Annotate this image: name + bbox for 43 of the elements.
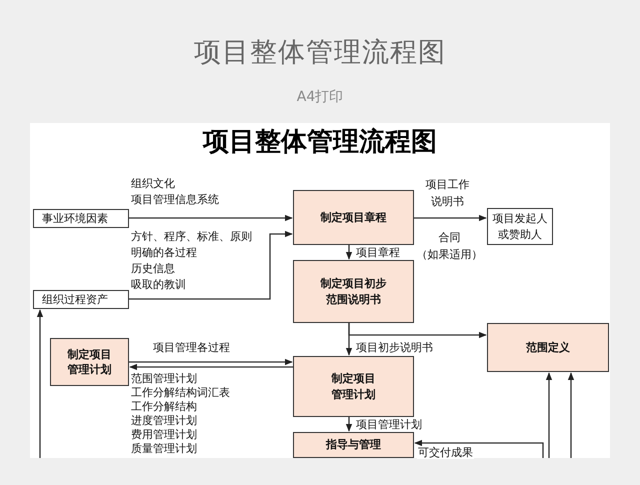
note-text: 工作分解结构	[131, 400, 197, 414]
subtitle: A4打印	[296, 88, 344, 107]
arrow	[129, 364, 293, 370]
note-text: 质量管理计划	[131, 442, 197, 457]
note-text: 费用管理计划	[131, 428, 197, 443]
note-text: 进度管理计划	[131, 414, 197, 429]
note-text: 项目管理信息系统	[131, 193, 219, 208]
input-box: 项目发起人或赞助人	[487, 208, 553, 245]
input-box: 事业环境因素	[33, 209, 129, 228]
edge-label: 可交付成果	[417, 446, 474, 460]
note-text: 组织文化	[131, 177, 175, 192]
arrow	[129, 230, 293, 300]
edge-label: 项目管理各过程	[152, 341, 231, 354]
arrow	[414, 440, 544, 458]
arrow	[346, 245, 352, 260]
process-box: 制定项目章程	[293, 190, 414, 245]
note-text: 历史信息	[131, 262, 175, 277]
edge-label: 项目初步说明书	[355, 341, 434, 354]
note-text: 工作分解结构词汇表	[131, 386, 230, 401]
input-box: 组织过程资产	[33, 290, 129, 309]
process-box: 范围定义	[487, 323, 609, 372]
arrow	[129, 358, 293, 366]
arrow	[346, 323, 352, 356]
arrow	[546, 372, 552, 458]
arrow	[36, 309, 44, 458]
arrow	[346, 417, 352, 432]
edge-label: 项目管理计划	[355, 418, 423, 432]
process-box: 制定项目管理计划	[50, 338, 129, 386]
heading-text: 项目整体管理流程图	[202, 126, 438, 159]
note-text: 范围管理计划	[131, 372, 197, 387]
note-text: 吸取的教训	[131, 278, 186, 293]
process-box: 制定项目初步范围说明书	[293, 260, 414, 323]
edge-label: 项目章程	[355, 246, 401, 260]
note-text: 合同（如果适用）	[415, 230, 484, 262]
page-title: 项目整体管理流程图	[193, 36, 447, 70]
arrow	[414, 214, 487, 222]
process-box: 指导与管理	[293, 432, 414, 458]
arrow	[568, 372, 574, 458]
note-text: 项目工作说明书	[424, 177, 470, 210]
arrow	[129, 214, 293, 222]
process-box: 制定项目管理计划	[293, 356, 414, 417]
note-text: 明确的各过程	[131, 246, 197, 261]
note-text: 方针、程序、标准、原则	[131, 230, 252, 245]
